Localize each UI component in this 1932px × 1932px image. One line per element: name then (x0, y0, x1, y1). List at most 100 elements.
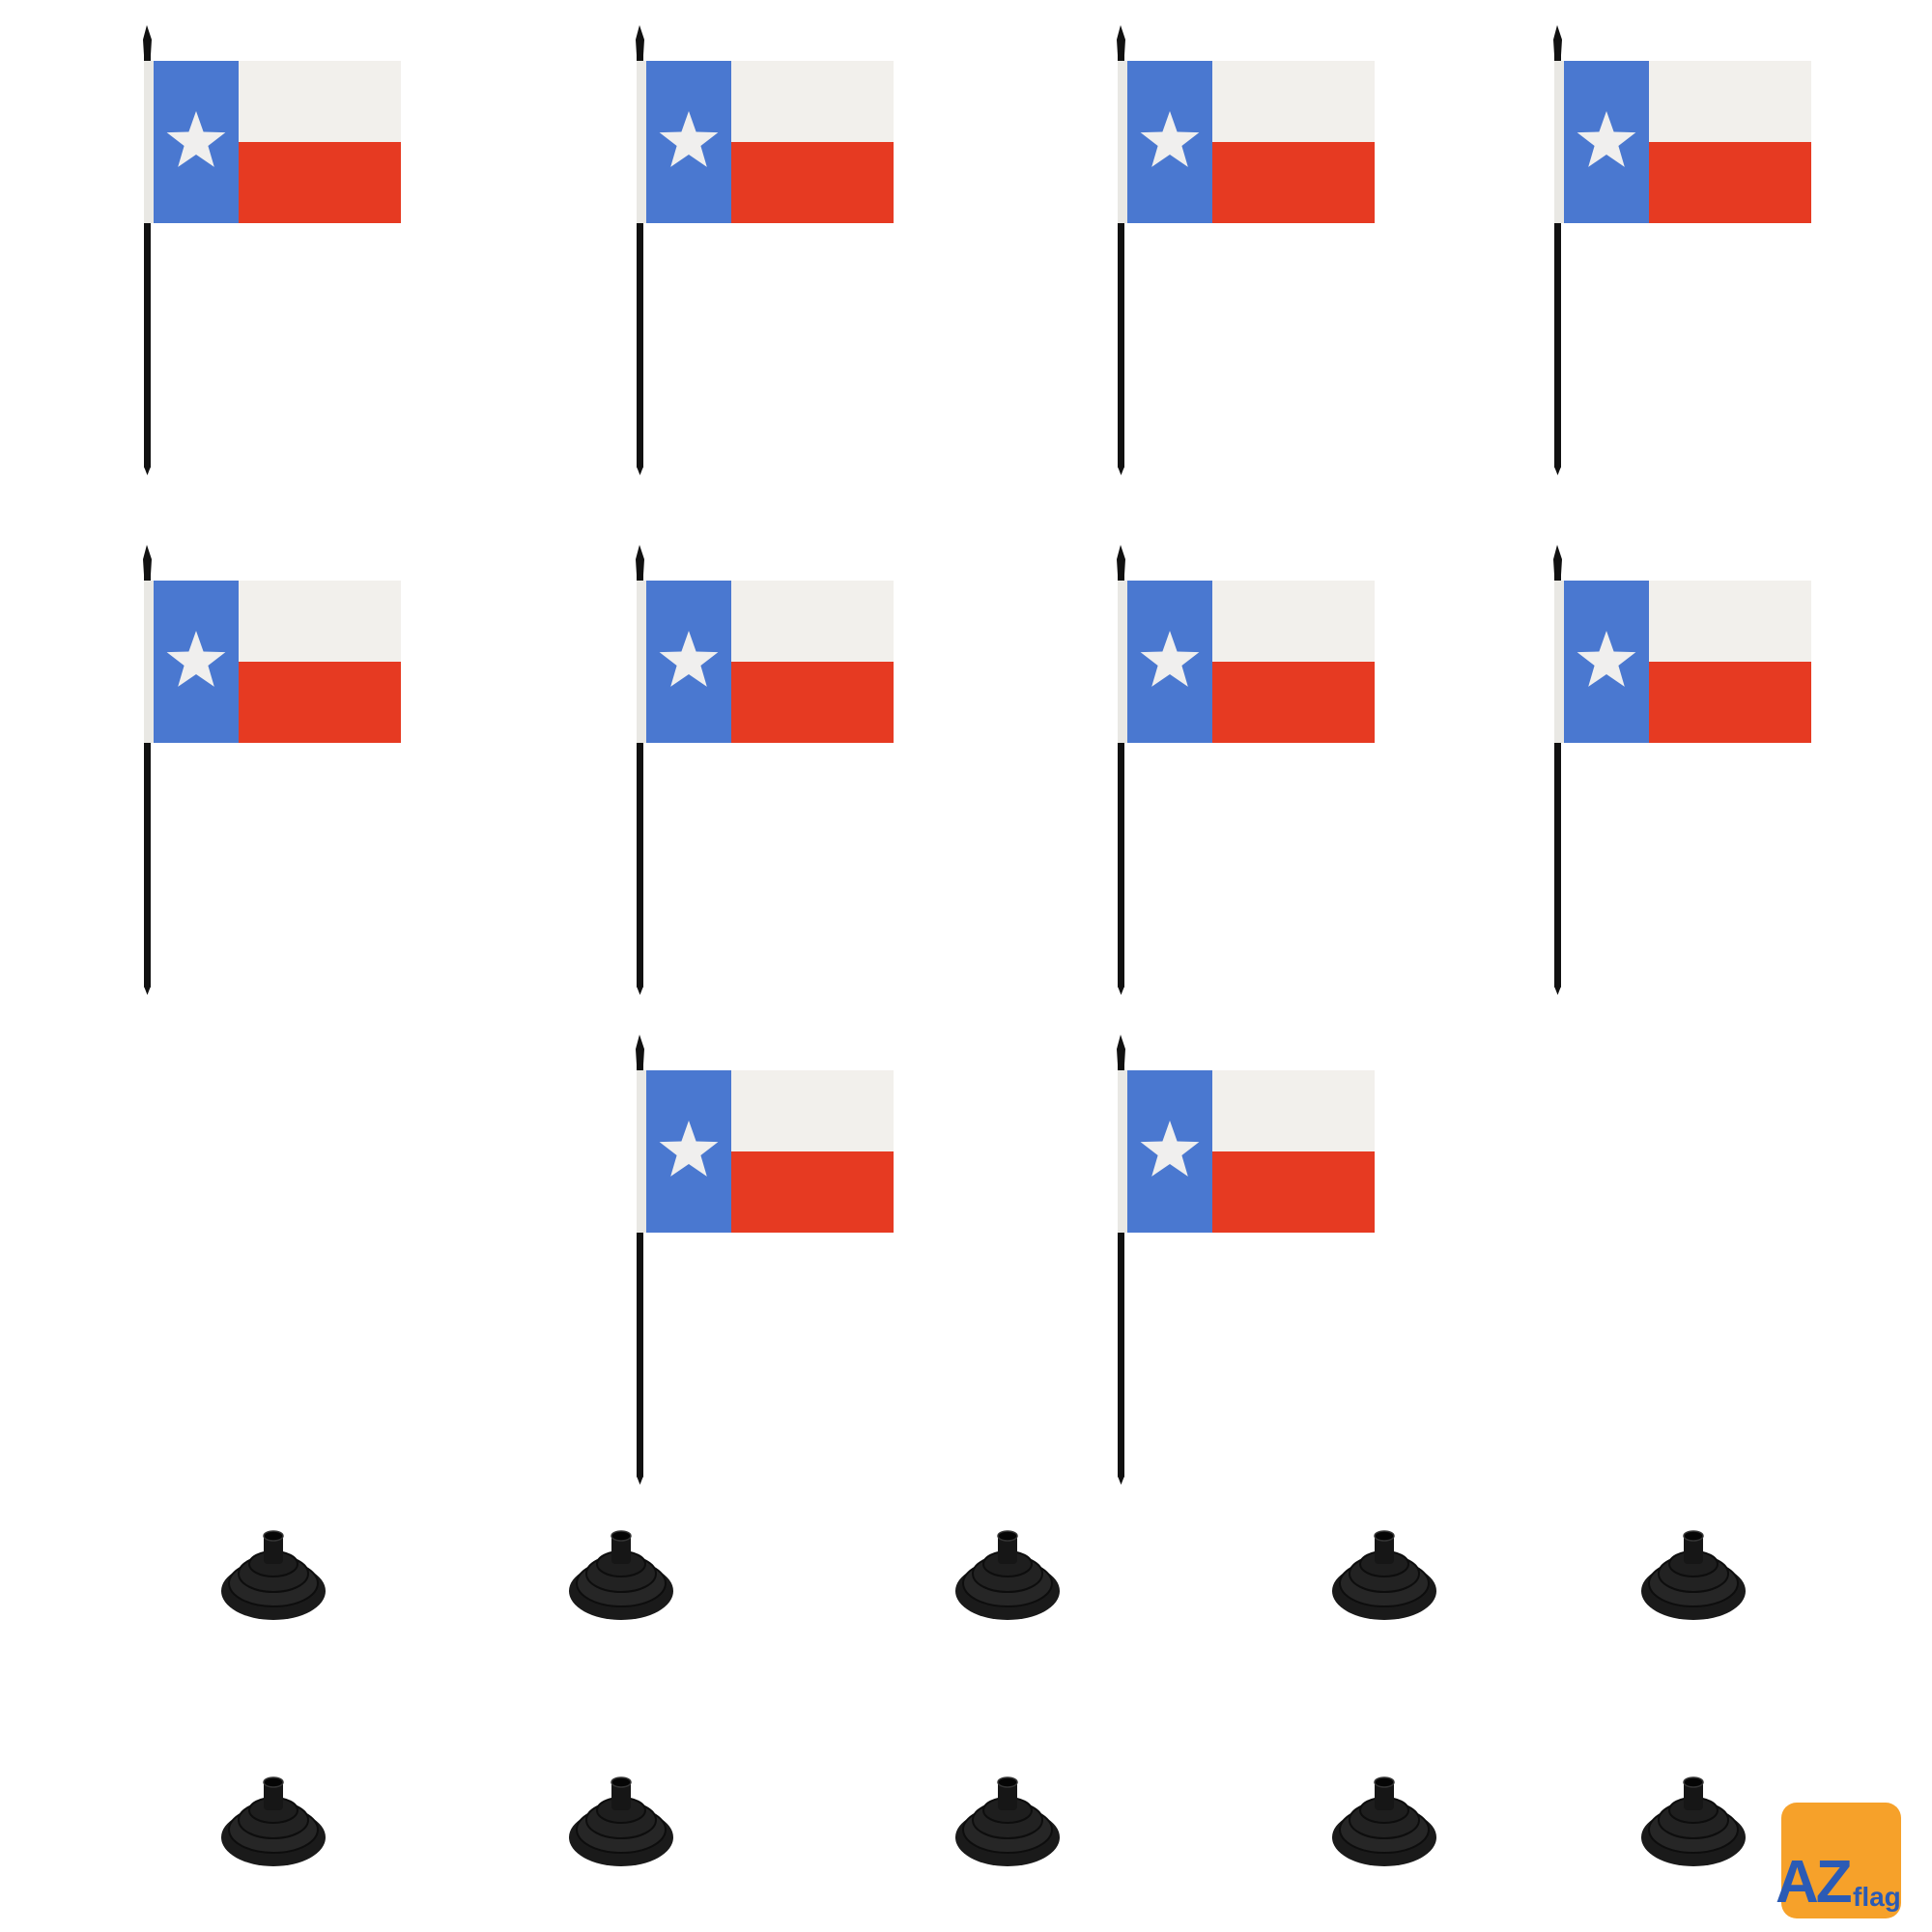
flag-sleeve (1554, 581, 1566, 743)
flag-white-stripe (1212, 61, 1375, 142)
logo-sub-text: flag (1853, 1882, 1901, 1912)
flag-red-stripe (731, 142, 894, 223)
pole-finial (1117, 25, 1125, 55)
pole-tip (1118, 467, 1124, 475)
flag-sleeve (1118, 61, 1129, 223)
base-socket-hole (611, 1530, 632, 1542)
flag-sleeve (144, 581, 156, 743)
base-socket-hole (1374, 1776, 1395, 1788)
pole-finial (636, 545, 644, 575)
texas-flag-5 (135, 544, 425, 998)
flag-white-stripe (731, 1070, 894, 1151)
stand-base-3 (952, 1521, 1067, 1628)
stand-base-9 (1328, 1768, 1444, 1874)
base-socket (1375, 1781, 1394, 1810)
texas-flag-8 (1546, 544, 1835, 998)
base-socket (1684, 1781, 1703, 1810)
flag-white-stripe (731, 61, 894, 142)
flag-sleeve (1554, 61, 1566, 223)
flag-red-stripe (1212, 1151, 1375, 1233)
base-socket-hole (1683, 1530, 1704, 1542)
base-socket-hole (1683, 1776, 1704, 1788)
stand-base-4 (1328, 1521, 1444, 1628)
stand-base-1 (217, 1521, 333, 1628)
pole-finial (1117, 545, 1125, 575)
texas-flag-6 (628, 544, 918, 998)
stand-base-2 (565, 1521, 681, 1628)
lone-star-icon (1577, 631, 1636, 687)
base-socket (998, 1535, 1017, 1564)
pole-finial (143, 25, 152, 55)
base-socket (611, 1535, 631, 1564)
pole-tip (1118, 986, 1124, 995)
azflag-logo: AZ flag (1776, 1803, 1901, 1928)
flag-red-stripe (1649, 662, 1811, 743)
flag-red-stripe (731, 662, 894, 743)
pole-finial (143, 545, 152, 575)
lone-star-icon (1577, 111, 1636, 167)
texas-flag-7 (1109, 544, 1399, 998)
base-socket (1375, 1535, 1394, 1564)
pole-tip (144, 986, 151, 995)
lone-star-icon (659, 1121, 719, 1177)
pole-finial (1553, 25, 1562, 55)
stand-base-7 (565, 1768, 681, 1874)
lone-star-icon (1140, 631, 1200, 687)
flag-white-stripe (1649, 61, 1811, 142)
flag-white-stripe (1212, 1070, 1375, 1151)
base-socket (611, 1781, 631, 1810)
stand-base-10 (1637, 1768, 1753, 1874)
pole-tip (1554, 986, 1561, 995)
texas-flag-4 (1546, 24, 1835, 478)
base-socket (264, 1781, 283, 1810)
flag-white-stripe (1649, 581, 1811, 662)
base-socket (998, 1781, 1017, 1810)
texas-flag-10 (1109, 1034, 1399, 1488)
pole-finial (636, 1035, 644, 1065)
texas-flag-2 (628, 24, 918, 478)
lone-star-icon (659, 111, 719, 167)
lone-star-icon (659, 631, 719, 687)
flag-red-stripe (239, 662, 401, 743)
flag-red-stripe (731, 1151, 894, 1233)
stand-base-5 (1637, 1521, 1753, 1628)
texas-flag-1 (135, 24, 425, 478)
pole-tip (637, 1476, 643, 1485)
flag-sleeve (637, 61, 648, 223)
logo-tile (1781, 1803, 1901, 1918)
flag-white-stripe (239, 581, 401, 662)
pole-finial (1117, 1035, 1125, 1065)
base-socket-hole (611, 1776, 632, 1788)
pole-tip (1118, 1476, 1124, 1485)
stand-base-6 (217, 1768, 333, 1874)
base-socket (1684, 1535, 1703, 1564)
base-socket (264, 1535, 283, 1564)
lone-star-icon (166, 631, 226, 687)
flag-red-stripe (1649, 142, 1811, 223)
base-socket-hole (997, 1530, 1018, 1542)
base-socket-hole (1374, 1530, 1395, 1542)
pole-tip (637, 467, 643, 475)
flag-sleeve (637, 1070, 648, 1233)
pole-tip (1554, 467, 1561, 475)
texas-flag-9 (628, 1034, 918, 1488)
logo-main-text: AZ (1776, 1849, 1853, 1916)
pole-tip (144, 467, 151, 475)
flag-sleeve (1118, 581, 1129, 743)
base-socket-hole (997, 1776, 1018, 1788)
lone-star-icon (1140, 111, 1200, 167)
flag-sleeve (144, 61, 156, 223)
flag-white-stripe (731, 581, 894, 662)
flag-sleeve (1118, 1070, 1129, 1233)
texas-flag-3 (1109, 24, 1399, 478)
pole-finial (1553, 545, 1562, 575)
pole-finial (636, 25, 644, 55)
flag-red-stripe (239, 142, 401, 223)
flag-white-stripe (239, 61, 401, 142)
flag-red-stripe (1212, 142, 1375, 223)
flag-white-stripe (1212, 581, 1375, 662)
base-socket-hole (263, 1530, 284, 1542)
flag-red-stripe (1212, 662, 1375, 743)
lone-star-icon (166, 111, 226, 167)
base-socket-hole (263, 1776, 284, 1788)
